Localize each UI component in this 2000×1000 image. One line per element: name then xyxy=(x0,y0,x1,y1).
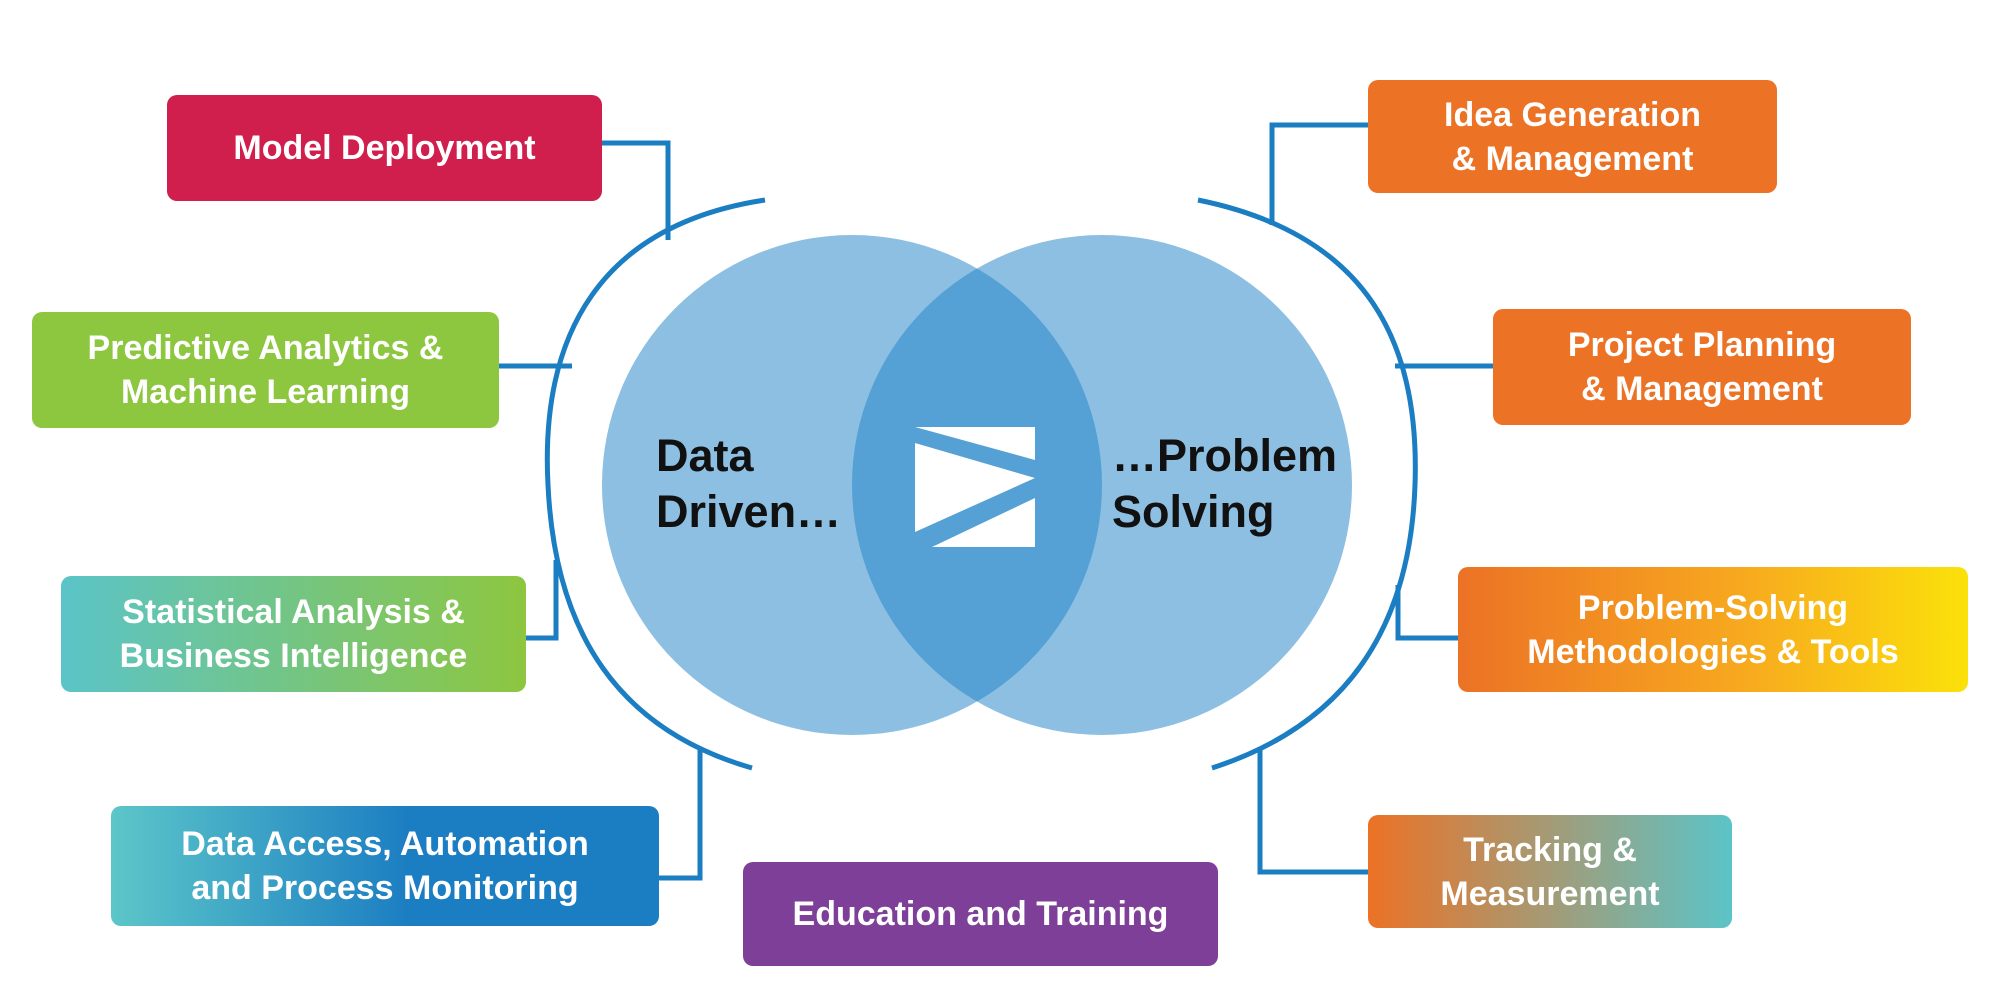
problem-solving-line-2: Solving xyxy=(1112,486,1275,537)
connector-statistical xyxy=(526,560,559,641)
problem-solving-line-1: …Problem xyxy=(1112,430,1338,481)
model-deployment-box: Model Deployment xyxy=(167,95,602,201)
overlap-region xyxy=(852,235,1102,735)
predictive-analytics-line-1: Predictive Analytics & xyxy=(87,329,444,367)
statistical-analysis-box: Statistical Analysis & Business Intellig… xyxy=(61,576,526,692)
problem-solving-label: …Problem Solving xyxy=(1112,428,1337,540)
statistical-analysis-line-1: Statistical Analysis & xyxy=(122,593,465,631)
tracking-measurement-line-2: Measurement xyxy=(1440,874,1660,913)
idea-generation-line-2: & Management xyxy=(1451,139,1694,178)
left-bracket xyxy=(544,197,766,771)
data-access-box: Data Access, Automation and Process Moni… xyxy=(111,806,659,926)
data-access-line-1: Data Access, Automation xyxy=(181,825,589,863)
idea-generation-box: Idea Generation & Management xyxy=(1368,80,1777,193)
data-driven-label: Data Driven… xyxy=(656,428,841,540)
connector-idea xyxy=(1269,122,1368,225)
tracking-measurement-box: Tracking & Measurement xyxy=(1368,815,1732,928)
idea-generation-line-1: Idea Generation xyxy=(1444,95,1701,134)
project-planning-line-1: Project Planning xyxy=(1567,326,1837,364)
problem-solving-methods-line-1: Problem-Solving xyxy=(1577,588,1849,627)
data-driven-line-1: Data xyxy=(656,430,754,481)
model-deployment-line-1: Model Deployment xyxy=(233,129,536,167)
project-planning-line-2: & Management xyxy=(1581,370,1823,408)
predictive-analytics-line-2: Machine Learning xyxy=(120,373,411,411)
predictive-analytics-box: Predictive Analytics & Machine Learning xyxy=(32,312,499,428)
connector-tracking xyxy=(1257,750,1368,875)
problem-solving-methods-box: Problem-Solving Methodologies & Tools xyxy=(1458,567,1968,692)
education-training-box: Education and Training xyxy=(743,862,1218,966)
right-bracket xyxy=(1197,197,1418,771)
connector-model-deployment xyxy=(602,140,671,240)
education-training-line-1: Education and Training xyxy=(792,895,1169,933)
connector-data-access xyxy=(659,748,703,881)
data-driven-line-2: Driven… xyxy=(656,486,842,537)
data-access-line-2: and Process Monitoring xyxy=(191,869,579,907)
problem-solving-methods-line-2: Methodologies & Tools xyxy=(1527,632,1899,671)
connector-problem-solving xyxy=(1395,585,1458,641)
project-planning-box: Project Planning & Management xyxy=(1493,309,1911,425)
statistical-analysis-line-2: Business Intelligence xyxy=(119,637,468,675)
greater-than-or-equal-icon xyxy=(915,427,1035,547)
tracking-measurement-line-1: Tracking & xyxy=(1463,830,1637,869)
